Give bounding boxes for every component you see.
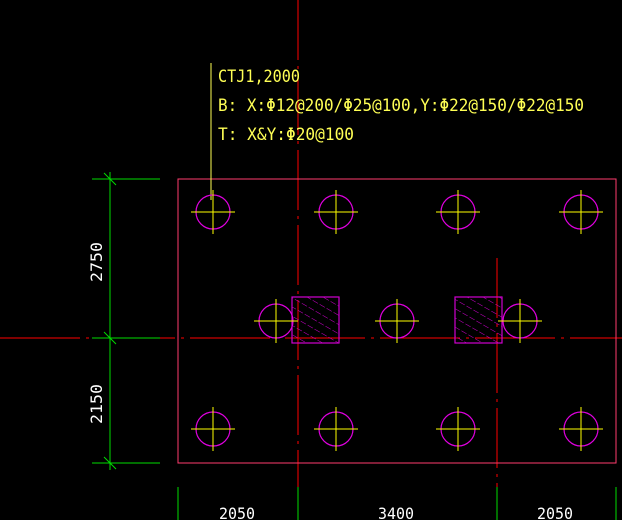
- footing-outline[interactable]: [177, 178, 617, 464]
- dim-text-2050-left: 2050: [219, 504, 255, 520]
- columns: [291, 296, 503, 344]
- pile-11[interactable]: [559, 407, 603, 451]
- pile-4[interactable]: [559, 190, 603, 234]
- pile-7[interactable]: [498, 299, 542, 343]
- column-left[interactable]: [291, 296, 340, 344]
- pile-10[interactable]: [436, 407, 480, 451]
- column-right[interactable]: [454, 296, 503, 344]
- pile-6[interactable]: [375, 299, 419, 343]
- dim-text-2150: 2150: [87, 384, 106, 424]
- dim-tick-top: [103, 172, 117, 186]
- pile-8[interactable]: [191, 407, 235, 451]
- annotation-line-1: CTJ1,2000: [218, 67, 300, 87]
- footing-annotation[interactable]: CTJ1,2000 B: X:Φ12@200/Φ25@100,Y:Φ22@150…: [218, 67, 584, 145]
- horizontal-dimension: [177, 487, 617, 520]
- annotation-line-2: B: X:Φ12@200/Φ25@100,Y:Φ22@150/Φ22@150: [218, 96, 584, 116]
- vertical-dimension: [92, 172, 160, 470]
- pile-1[interactable]: [191, 190, 235, 234]
- dim-tick-mid: [103, 331, 117, 345]
- pile-3[interactable]: [436, 190, 480, 234]
- annotation-line-3: T: X&Y:Φ20@100: [218, 125, 354, 145]
- pile-9[interactable]: [314, 407, 358, 451]
- dim-tick-bottom: [103, 456, 117, 470]
- pile-2[interactable]: [314, 190, 358, 234]
- dim-text-2050-right: 2050: [537, 504, 573, 520]
- pile-5[interactable]: [254, 299, 298, 343]
- dim-text-2750: 2750: [87, 242, 106, 282]
- piles: [191, 190, 603, 451]
- dim-text-3400: 3400: [378, 504, 414, 520]
